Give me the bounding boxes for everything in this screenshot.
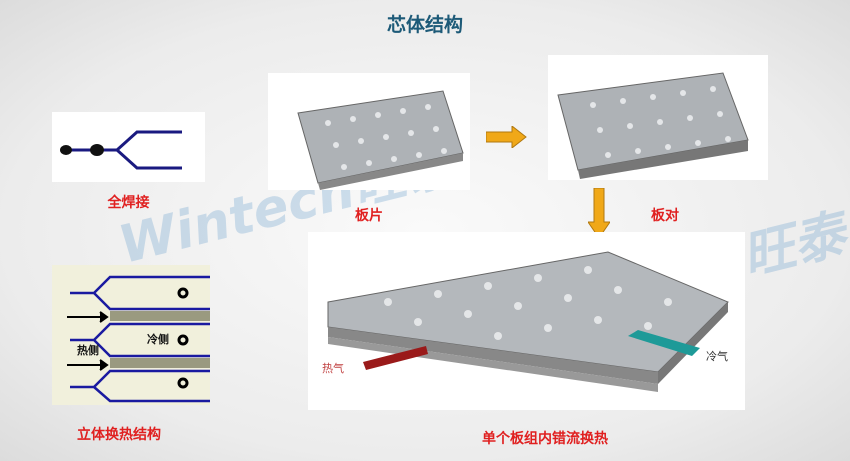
caption-plate-pair: 板对 (651, 208, 679, 224)
cold-side-label: 冷侧 (147, 333, 169, 346)
right-arrow-icon (486, 126, 527, 148)
cross-flow-image: 热气 冷气 (308, 232, 745, 410)
caption-full-weld: 全焊接 (107, 195, 150, 211)
slide-title: 芯体结构 (386, 14, 463, 36)
plate-image (268, 73, 470, 190)
caption-cross-flow: 单个板组内错流换热 (482, 431, 608, 447)
down-arrow-icon (588, 188, 610, 239)
caption-plate: 板片 (355, 208, 383, 224)
hot-side-label: 热侧 (77, 344, 99, 357)
plate-pair-image (548, 55, 768, 180)
hot-gas-label: 热气 (322, 362, 344, 375)
cold-gas-label: 冷气 (706, 350, 728, 363)
heat-exchange-structure-diagram: 冷侧 热侧 (52, 265, 210, 405)
full-weld-image (52, 112, 205, 182)
caption-structure: 立体换热结构 (77, 427, 161, 443)
